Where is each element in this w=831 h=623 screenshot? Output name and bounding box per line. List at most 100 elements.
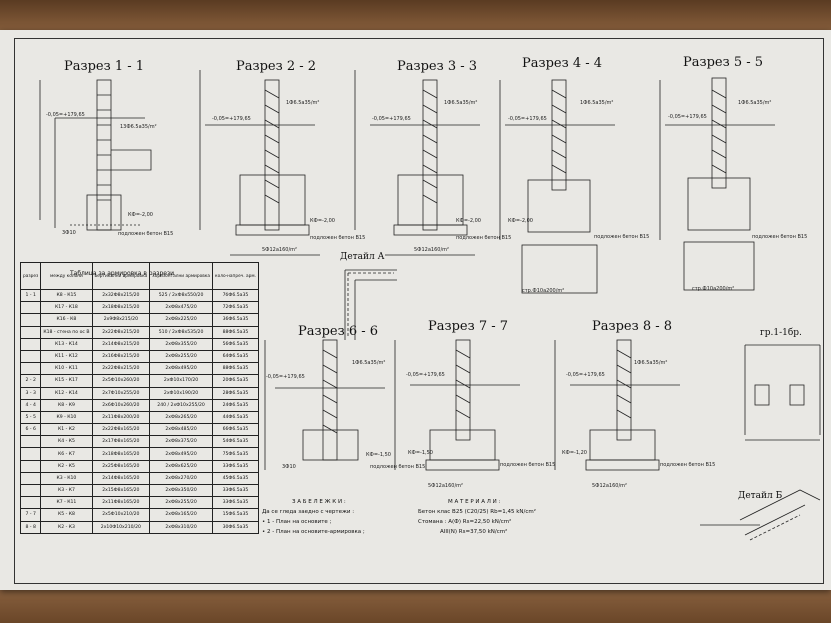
table-cell-vert: 2x16Ф8x215/20 [91, 349, 151, 364]
section-6-drawing [264, 339, 385, 470]
table-cell-stir: 72Ф6.5a35 [211, 301, 259, 315]
table-cell-section [19, 459, 42, 473]
section-2-drawing [199, 70, 320, 256]
table-cell-stir: 33Ф6.5a35 [211, 496, 259, 510]
table-cell-vert: 2x22Ф8x215/20 [91, 362, 151, 376]
table-cell-horiz: 2xФ8x270/20 [149, 471, 213, 486]
table-cell-between: К2 - К5 [40, 459, 93, 473]
level-8: -0,05=+179,65 [566, 372, 605, 378]
detail-b-title: Детайл Б [738, 491, 783, 501]
table-cell-stir: 44Ф6.5a35 [211, 410, 259, 425]
table-cell-between: К9 - К10 [40, 410, 93, 425]
table-cell-horiz: 2xФ10x170/20 [149, 374, 213, 388]
table-cell-between: К4 - К5 [40, 435, 93, 449]
table-cell-horiz: 2xФ8x375/20 [149, 435, 213, 449]
table-cell-vert: 2x17Ф8x165/20 [91, 435, 151, 449]
table-cell-between: К8 - К15 [40, 288, 93, 303]
table-cell-vert: 2x18Ф8x165/20 [91, 447, 151, 461]
col-stirrup-header: коло-напреч. арм. [211, 262, 259, 290]
level-7: -0,05=+179,65 [406, 372, 445, 378]
section-3-drawing [354, 70, 480, 256]
section-title-8: Разрез 8 - 8 [592, 319, 673, 334]
table-cell-between: К5 - К8 [40, 508, 93, 522]
table-cell-between: К18 - стена по ос В [40, 325, 93, 339]
table-cell-section [19, 301, 42, 315]
anchor-6: 1Ф6.5a35/m² [352, 360, 386, 366]
level-3: -0,05=+179,65 [372, 116, 411, 122]
table-cell-stir: 33Ф6.5a35 [211, 483, 259, 498]
level-5: -0,05=+179,65 [668, 114, 707, 120]
detail-b-drawing [700, 489, 821, 541]
bottom-3: 5Ф12a160/m² [414, 247, 450, 253]
table-cell-between: К15 - К17 [40, 374, 93, 388]
beton-3: подложен бетон В15 [456, 235, 512, 241]
section-title-4: Разрез 4 - 4 [522, 56, 603, 71]
notes-title: З А Б Е Л Е Ж К И : [292, 499, 346, 505]
anchor-8: 1Ф6.5a35/m² [634, 360, 668, 366]
beton-7: подложен бетон В15 [500, 462, 556, 468]
table-cell-horiz: 2xФ8x485/20 [149, 423, 213, 437]
drawing-frame [14, 38, 824, 584]
table-cell-vert: 2x11Ф8x165/20 [91, 496, 151, 510]
col-vert-header: вертикални армировка [91, 262, 151, 290]
kf-3: КФ=-2,00 [456, 218, 481, 224]
section-5-drawing [659, 77, 775, 291]
detail-a-title: Детайл А [340, 252, 385, 262]
table-cell-between: К3 - К10 [40, 471, 93, 486]
table-cell-vert: 2x5Ф10x210/20 [91, 508, 151, 522]
section-title-3: Разрез 3 - 3 [397, 59, 478, 74]
table-cell-vert: 2x11Ф8x200/20 [91, 410, 151, 425]
reinforcement-table: разрез между колони вертикални армировка… [19, 262, 259, 534]
anchor-2: 1Ф6.5a35/m² [286, 100, 320, 106]
kf-2: КФ=-2,00 [310, 218, 335, 224]
notes-intro: Да се гледа заедно с чертежи : [262, 509, 355, 515]
table-cell-horiz: 240 / 2xФ10x255/20 [149, 398, 213, 412]
table-cell-horiz: 2xФ8x625/20 [149, 459, 213, 473]
table-cell-horiz: 2xФ10x190/20 [149, 386, 213, 400]
table-cell-section: 3 - 3 [19, 386, 42, 400]
materials-title: М А Т Е Р И А Л И : [448, 499, 501, 505]
table-cell-vert: 2x6Ф10x260/20 [91, 398, 151, 412]
table-cell-horiz: 2xФ8x495/20 [149, 362, 213, 376]
table-cell-horiz: 2xФ8x255/20 [149, 496, 213, 510]
table-cell-section: 6 - 6 [19, 423, 42, 437]
bottom-1: 3Ф10 [62, 230, 76, 236]
table-cell-vert: 2x9Ф8x215/20 [91, 313, 151, 327]
table-cell-stir: 15Ф6.5a35 [211, 508, 259, 522]
table-cell-horiz: 2xФ8x255/20 [149, 349, 213, 364]
table-cell-vert: 2x5Ф10x260/20 [91, 374, 151, 388]
table-cell-stir: 54Ф6.5a35 [211, 435, 259, 449]
table-cell-stir: 30Ф6.5a35 [211, 520, 259, 534]
table-cell-vert: 2x22Ф8x215/20 [91, 325, 151, 339]
bottom-2: 5Ф12a160/m² [262, 247, 298, 253]
table-header-row: разрез между колони вертикални армировка… [19, 262, 259, 290]
section-title-5: Разрез 5 - 5 [683, 55, 764, 70]
notes-item-1: • 1 - План на основите ; [262, 519, 332, 525]
anchor-3: 1Ф6.5a35/m² [444, 100, 478, 106]
table-cell-section [19, 313, 42, 327]
table-cell-between: К1 - К2 [40, 423, 93, 437]
table-cell-between: К10 - К11 [40, 362, 93, 376]
beton-4: подложен бетон В15 [594, 234, 650, 240]
table-cell-section [19, 337, 42, 351]
table-cell-between: К12 - К14 [40, 386, 93, 400]
table-cell-vert: 2x25Ф8x165/20 [91, 459, 151, 473]
table-cell-between: К8 - К9 [40, 398, 93, 412]
table-cell-stir: 64Ф6.5a35 [211, 349, 259, 364]
kf-8: КФ=-1,20 [562, 450, 587, 456]
table-cell-section [19, 496, 42, 510]
anchor-4: 1Ф6.5a35/m² [580, 100, 614, 106]
section-title-6: Разрез 6 - 6 [298, 324, 379, 339]
table-cell-horiz: 2xФ8x350/20 [149, 483, 213, 498]
table-cell-vert: 2x22Ф8x165/20 [91, 423, 151, 437]
